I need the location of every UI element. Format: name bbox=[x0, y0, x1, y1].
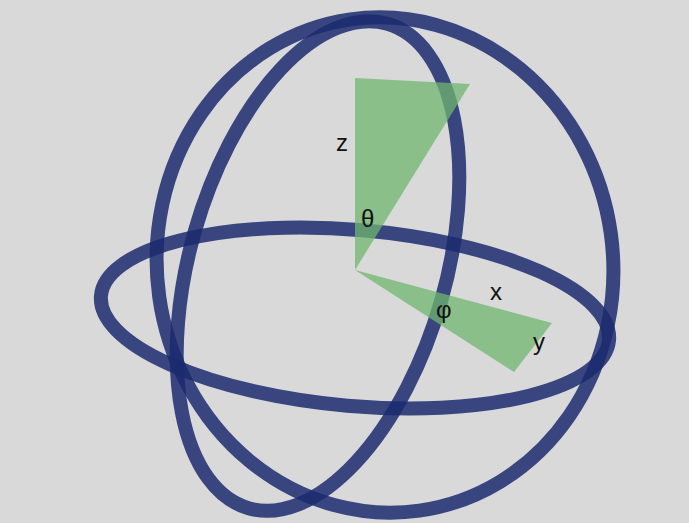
angle-label: φ bbox=[436, 298, 452, 322]
theta-wedge bbox=[355, 78, 470, 270]
phi-wedge bbox=[355, 270, 552, 372]
axis-label: x bbox=[490, 280, 502, 304]
angle-label: θ bbox=[361, 207, 374, 231]
axis-label: z bbox=[336, 131, 348, 155]
axis-label: y bbox=[533, 330, 545, 354]
outer-ring bbox=[125, 0, 646, 523]
tilted-ring bbox=[125, 0, 510, 523]
